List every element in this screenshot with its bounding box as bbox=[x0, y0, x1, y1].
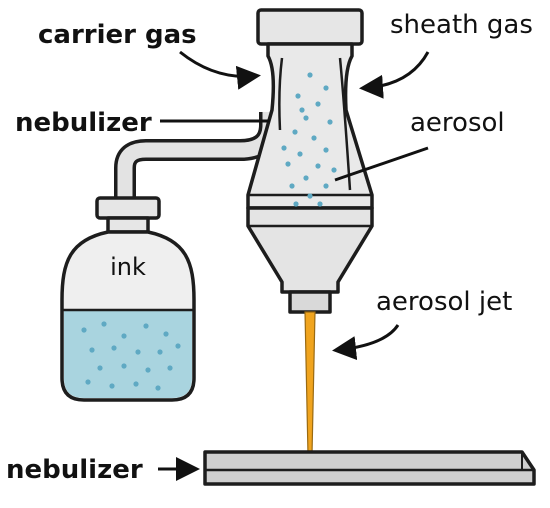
bottle-neck bbox=[106, 216, 150, 234]
label-carrier-gas: carrier gas bbox=[38, 20, 261, 90]
droplet-dot bbox=[143, 323, 149, 329]
carrier-gas-label: carrier gas bbox=[38, 20, 197, 50]
carrier-gas-arrow bbox=[179, 50, 261, 90]
droplet-dot bbox=[85, 379, 91, 385]
droplet-dot bbox=[89, 347, 95, 353]
droplet-dot bbox=[157, 349, 163, 355]
sheath-gas-label: sheath gas bbox=[390, 10, 533, 40]
droplet-dot bbox=[311, 135, 317, 141]
droplet-dot bbox=[323, 183, 329, 189]
droplet-dot bbox=[101, 321, 107, 327]
label-nebulizer-bottom: nebulizer bbox=[6, 455, 200, 485]
ink-bottle: ink bbox=[60, 196, 196, 402]
droplet-dot bbox=[315, 101, 321, 107]
nebulizer-bottom-label: nebulizer bbox=[6, 455, 143, 485]
substrate-plate bbox=[203, 450, 536, 486]
droplet-dot bbox=[297, 151, 303, 157]
droplet-dot bbox=[331, 167, 337, 173]
focusing-cone bbox=[246, 206, 374, 294]
aerosol-leader-line bbox=[334, 146, 429, 182]
droplet-dot bbox=[323, 147, 329, 153]
droplet-dot bbox=[289, 183, 295, 189]
droplet-dot bbox=[299, 107, 305, 113]
aerosol-jet-stream bbox=[304, 311, 316, 459]
aerosol-jet-label: aerosol jet bbox=[376, 287, 512, 317]
droplet-dot bbox=[292, 129, 298, 135]
label-nebulizer-top: nebulizer bbox=[15, 108, 270, 138]
droplet-dot bbox=[307, 193, 313, 199]
ink-liquid bbox=[64, 310, 192, 398]
label-aerosol-jet: aerosol jet bbox=[332, 287, 512, 361]
sheath-gas-arrow bbox=[359, 51, 430, 99]
droplet-dot bbox=[121, 363, 127, 369]
droplet-dot bbox=[109, 383, 115, 389]
nozzle bbox=[288, 290, 332, 314]
droplet-dot bbox=[293, 201, 299, 207]
droplet-dot bbox=[175, 343, 181, 349]
droplet-dot bbox=[285, 161, 291, 167]
nebulizer-top-label: nebulizer bbox=[15, 108, 152, 138]
droplet-dot bbox=[97, 365, 103, 371]
droplet-dot bbox=[163, 331, 169, 337]
droplet-dot bbox=[307, 72, 313, 78]
printhead-top-cap bbox=[256, 8, 364, 46]
droplet-dot bbox=[133, 381, 139, 387]
droplet-dot bbox=[155, 385, 161, 391]
droplet-dot bbox=[81, 327, 87, 333]
ink-label: ink bbox=[110, 253, 146, 281]
droplet-dot bbox=[327, 119, 333, 125]
aerosol-jet-arrow bbox=[332, 324, 400, 361]
droplet-dot bbox=[317, 201, 323, 207]
label-aerosol: aerosol bbox=[334, 108, 505, 182]
droplet-dot bbox=[303, 175, 309, 181]
printhead-body bbox=[246, 8, 374, 314]
bottle-cap bbox=[95, 196, 161, 220]
aerosol-chamber bbox=[246, 42, 374, 210]
droplet-dot bbox=[323, 85, 329, 91]
ink-droplets bbox=[81, 321, 181, 391]
droplet-dot bbox=[145, 367, 151, 373]
droplet-dot bbox=[121, 333, 127, 339]
droplet-dot bbox=[303, 115, 309, 121]
droplet-dot bbox=[281, 145, 287, 151]
aerosol-label: aerosol bbox=[410, 108, 505, 138]
label-sheath-gas: sheath gas bbox=[359, 10, 533, 99]
droplet-dot bbox=[111, 345, 117, 351]
droplet-dot bbox=[167, 365, 173, 371]
droplet-dot bbox=[135, 349, 141, 355]
droplet-dot bbox=[295, 93, 301, 99]
droplet-dot bbox=[315, 163, 321, 169]
aerosol-droplets bbox=[281, 72, 337, 207]
